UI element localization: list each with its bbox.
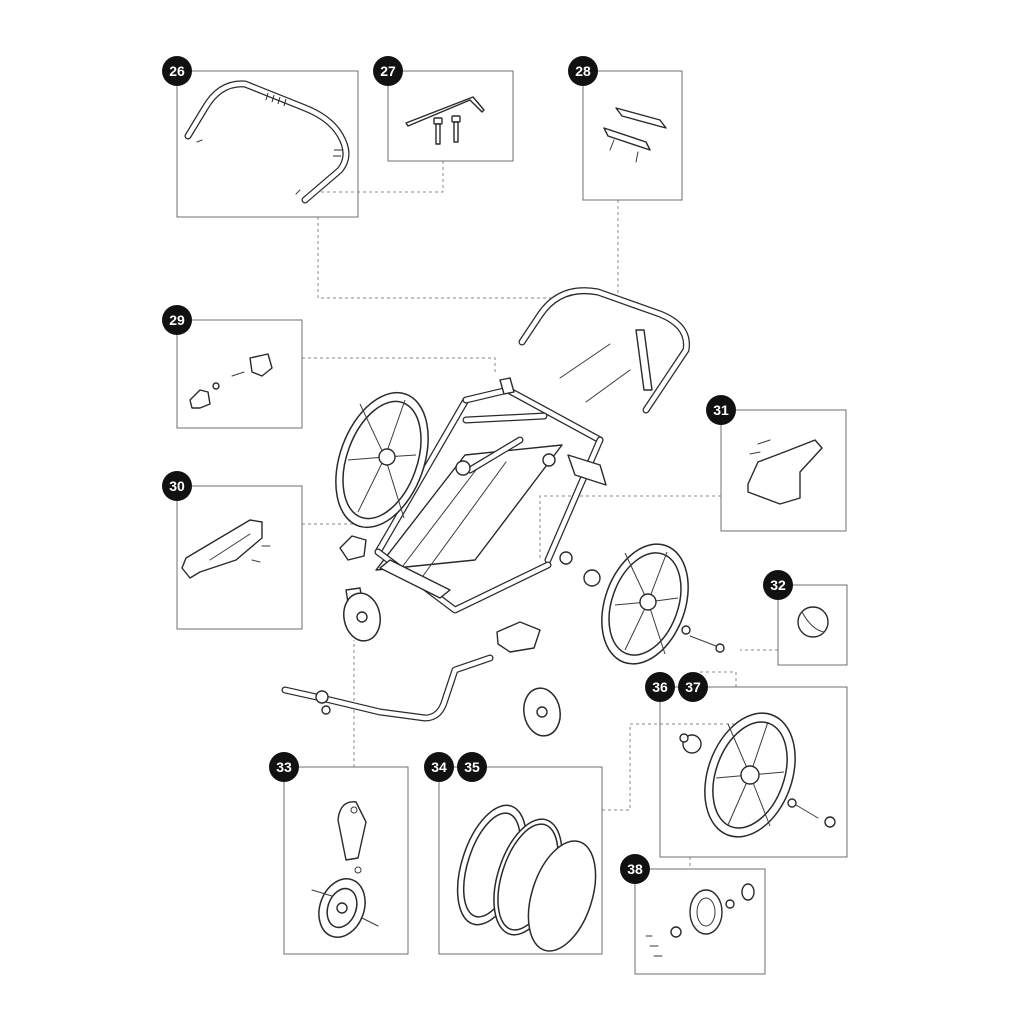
box-38 bbox=[634, 868, 766, 975]
main-front-wheels bbox=[281, 535, 561, 737]
main-left-wheel bbox=[335, 391, 429, 529]
hinge-latch-part bbox=[181, 519, 271, 579]
box-26 bbox=[176, 70, 359, 218]
tire-and-tube-part bbox=[456, 804, 597, 952]
part-label-38: 38 bbox=[620, 854, 650, 884]
part-label-28: 28 bbox=[568, 56, 598, 86]
part-label-32: 32 bbox=[763, 570, 793, 600]
part-label-36-text: 36 bbox=[652, 679, 668, 695]
main-right-wheel bbox=[559, 543, 725, 665]
box-30 bbox=[176, 485, 303, 630]
part-label-37-text: 37 bbox=[685, 679, 701, 695]
part-label-35-text: 35 bbox=[464, 759, 480, 775]
part-label-36: 36 bbox=[645, 672, 675, 702]
part-label-33: 33 bbox=[269, 752, 299, 782]
hex-key-and-bolts-part bbox=[405, 96, 485, 145]
box-32 bbox=[777, 584, 848, 666]
part-label-30-text: 30 bbox=[169, 478, 185, 494]
part-label-33-text: 33 bbox=[276, 759, 292, 775]
part-label-31: 31 bbox=[706, 395, 736, 425]
box-28 bbox=[582, 70, 683, 201]
part-boxes bbox=[176, 70, 848, 975]
rear-wheel-part bbox=[679, 712, 836, 838]
part-label-29: 29 bbox=[162, 305, 192, 335]
hub-part bbox=[645, 883, 755, 957]
main-frame bbox=[374, 377, 607, 614]
box-27 bbox=[387, 70, 514, 162]
part-label-38-text: 38 bbox=[627, 861, 643, 877]
part-label-34: 34 bbox=[424, 752, 454, 782]
part-label-32-text: 32 bbox=[770, 577, 786, 593]
bracket-part bbox=[189, 353, 273, 409]
part-label-30: 30 bbox=[162, 471, 192, 501]
box-34-35 bbox=[438, 766, 603, 955]
part-label-26: 26 bbox=[162, 56, 192, 86]
box-29 bbox=[176, 319, 303, 429]
part-label-27: 27 bbox=[373, 56, 403, 86]
box-36-37 bbox=[659, 686, 848, 858]
part-label-28-text: 28 bbox=[575, 63, 591, 79]
part-label-37: 37 bbox=[678, 672, 708, 702]
part-label-29-text: 29 bbox=[169, 312, 185, 328]
bar-clamp-part bbox=[603, 107, 667, 163]
part-label-35: 35 bbox=[457, 752, 487, 782]
part-label-31-text: 31 bbox=[713, 402, 729, 418]
main-push-bar bbox=[518, 287, 690, 414]
box-33 bbox=[283, 766, 409, 955]
part-label-26-text: 26 bbox=[169, 63, 185, 79]
caster-wheel-part bbox=[311, 801, 379, 938]
part-label-34-text: 34 bbox=[431, 759, 447, 775]
push-bar-part bbox=[184, 80, 350, 204]
part-label-27-text: 27 bbox=[380, 63, 396, 79]
hub-cap-part bbox=[797, 606, 829, 638]
foot-rest-part bbox=[747, 439, 823, 505]
box-31 bbox=[720, 409, 847, 532]
